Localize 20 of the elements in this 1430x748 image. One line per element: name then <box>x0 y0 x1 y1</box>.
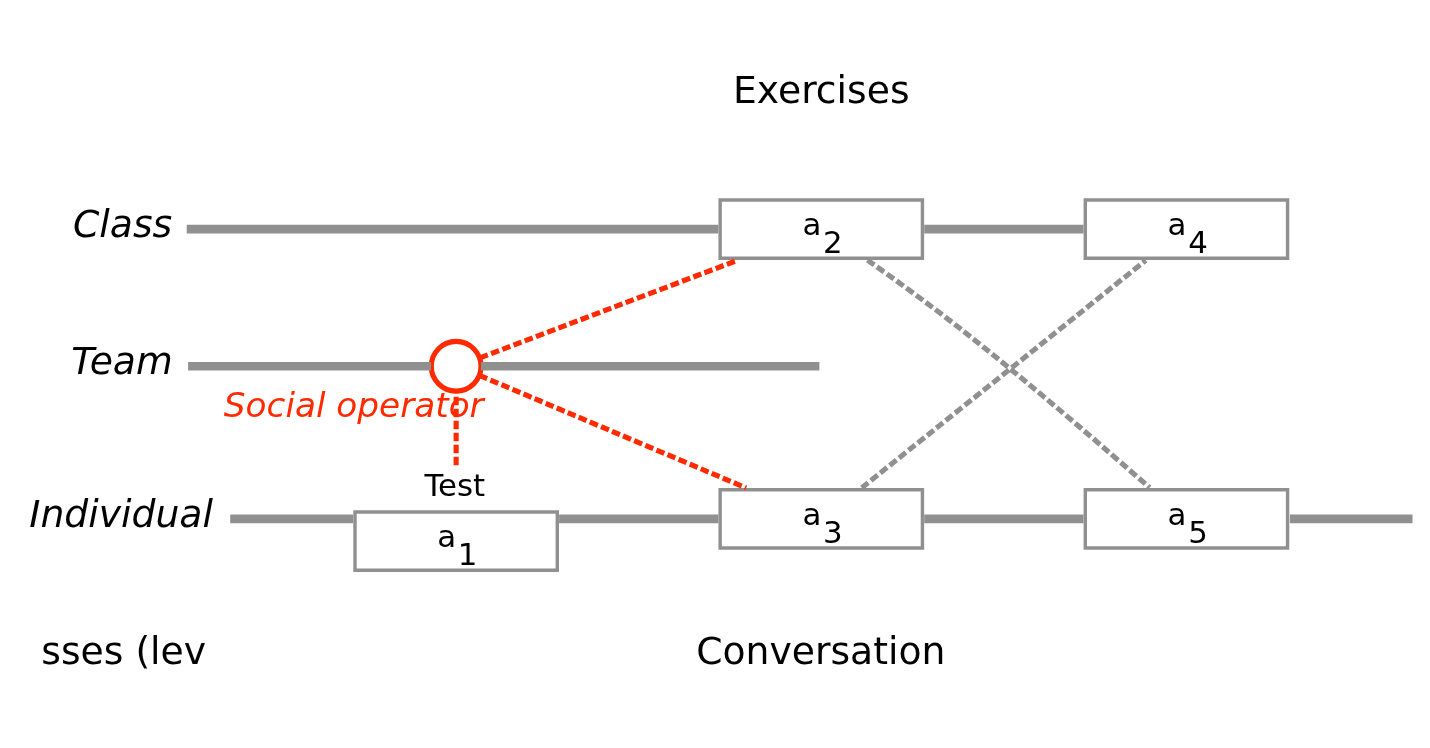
node-label: Social operator <box>223 384 484 425</box>
connector <box>453 391 459 466</box>
label: sses (lev <box>41 628 207 673</box>
connector <box>924 514 1084 524</box>
connector <box>186 224 719 234</box>
node-circle <box>428 338 484 394</box>
connector <box>481 362 820 371</box>
node-text: Team <box>71 339 173 384</box>
connector <box>1289 514 1413 524</box>
label: Conversation <box>696 628 946 673</box>
node-text: Class <box>73 202 173 247</box>
connector <box>924 224 1084 234</box>
connector <box>478 373 748 491</box>
connector <box>559 514 719 524</box>
connector <box>230 514 354 524</box>
label: Exercises <box>733 68 910 113</box>
node-label: Test <box>424 466 486 503</box>
connector <box>479 257 739 361</box>
connector <box>188 362 432 371</box>
node-text: Individual <box>29 491 213 536</box>
